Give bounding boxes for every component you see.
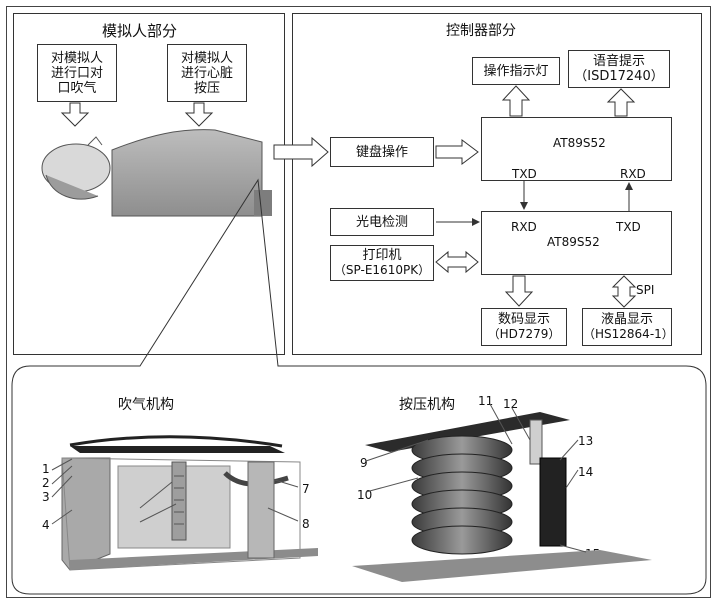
press-line-3: 按压 — [193, 80, 220, 96]
led-line-2: （HD7279） — [487, 327, 561, 341]
rxd-2-label: RXD — [511, 220, 537, 234]
mouth-line-3: 口吹气 — [57, 80, 97, 96]
part-number-7: 7 — [302, 482, 310, 496]
lcd-line-2: （HS12864-1） — [583, 327, 674, 341]
voice-box: 语音提示 （ISD17240） — [568, 50, 670, 88]
press-line-2: 进行心脏 — [180, 65, 233, 81]
press-line-1: 对模拟人 — [180, 50, 233, 66]
printer-line-2: （SP-E1610PK） — [333, 263, 431, 277]
photo-detect-box: 光电检测 — [330, 208, 434, 236]
part-number-11: 11 — [478, 394, 494, 408]
figure-frame — [6, 6, 711, 598]
press-mechanism-title: 按压机构 — [399, 397, 455, 413]
led-arrow — [504, 275, 534, 307]
spi-label: SPI — [636, 283, 655, 297]
mcu-1-label: AT89S52 — [553, 136, 606, 150]
mannequin-title: 模拟人部分 — [102, 22, 178, 40]
printer-line-1: 打印机 — [362, 248, 402, 263]
voice-arrow — [606, 88, 636, 117]
lcd-double-arrow — [611, 275, 637, 308]
keyboard-box: 键盘操作 — [330, 137, 434, 167]
link-arrow-mannequin-keyboard — [273, 136, 329, 168]
keyboard-arrow — [435, 139, 479, 165]
led-display-box: 数码显示 （HD7279） — [481, 308, 567, 346]
mechanism-callout — [11, 178, 707, 595]
part-number-4: 4 — [42, 518, 50, 532]
part-number-12: 12 — [503, 397, 519, 411]
voice-line-2: （ISD17240） — [574, 69, 664, 84]
led-line-1: 数码显示 — [497, 312, 550, 327]
part-number-8: 8 — [302, 517, 310, 531]
mcu-2-label: AT89S52 — [547, 235, 600, 249]
voice-line-1: 语音提示 — [592, 54, 645, 69]
part-number-14: 14 — [578, 465, 594, 479]
part-number-1: 1 — [42, 462, 50, 476]
indicator-box: 操作指示灯 — [472, 57, 560, 85]
chest-press-arrow — [184, 102, 214, 127]
mannequin-panel — [13, 13, 285, 355]
mcu-1-box — [481, 117, 672, 181]
part-number-2: 2 — [42, 476, 50, 490]
part-number-3: 3 — [42, 490, 50, 504]
mouth-press-arrow — [60, 102, 90, 127]
part-number-13: 13 — [578, 434, 594, 448]
indicator-arrow — [501, 85, 531, 117]
txd-2-label: TXD — [616, 220, 641, 234]
controller-panel — [292, 13, 702, 355]
txd-1-label: TXD — [512, 167, 537, 181]
mannequin-figure — [41, 129, 272, 217]
lcd-display-box: 液晶显示 （HS12864-1） — [582, 308, 674, 346]
mouth-to-mouth-box: 对模拟人 进行口对 口吹气 — [37, 44, 117, 102]
mcu-2-box — [481, 211, 672, 275]
rxd-1-label: RXD — [620, 167, 646, 181]
part-number-9: 9 — [360, 456, 368, 470]
mouth-line-2: 进行口对 — [50, 65, 103, 81]
chest-compression-box: 对模拟人 进行心脏 按压 — [167, 44, 247, 102]
blow-mechanism-title: 吹气机构 — [118, 397, 174, 413]
press-mechanism-drawing — [352, 403, 652, 582]
lcd-line-1: 液晶显示 — [600, 312, 653, 327]
printer-box: 打印机 （SP-E1610PK） — [330, 245, 434, 281]
controller-title: 控制器部分 — [446, 23, 516, 39]
printer-double-arrow — [435, 250, 479, 274]
blow-mechanism-drawing — [51, 435, 318, 571]
mouth-line-1: 对模拟人 — [50, 50, 103, 66]
